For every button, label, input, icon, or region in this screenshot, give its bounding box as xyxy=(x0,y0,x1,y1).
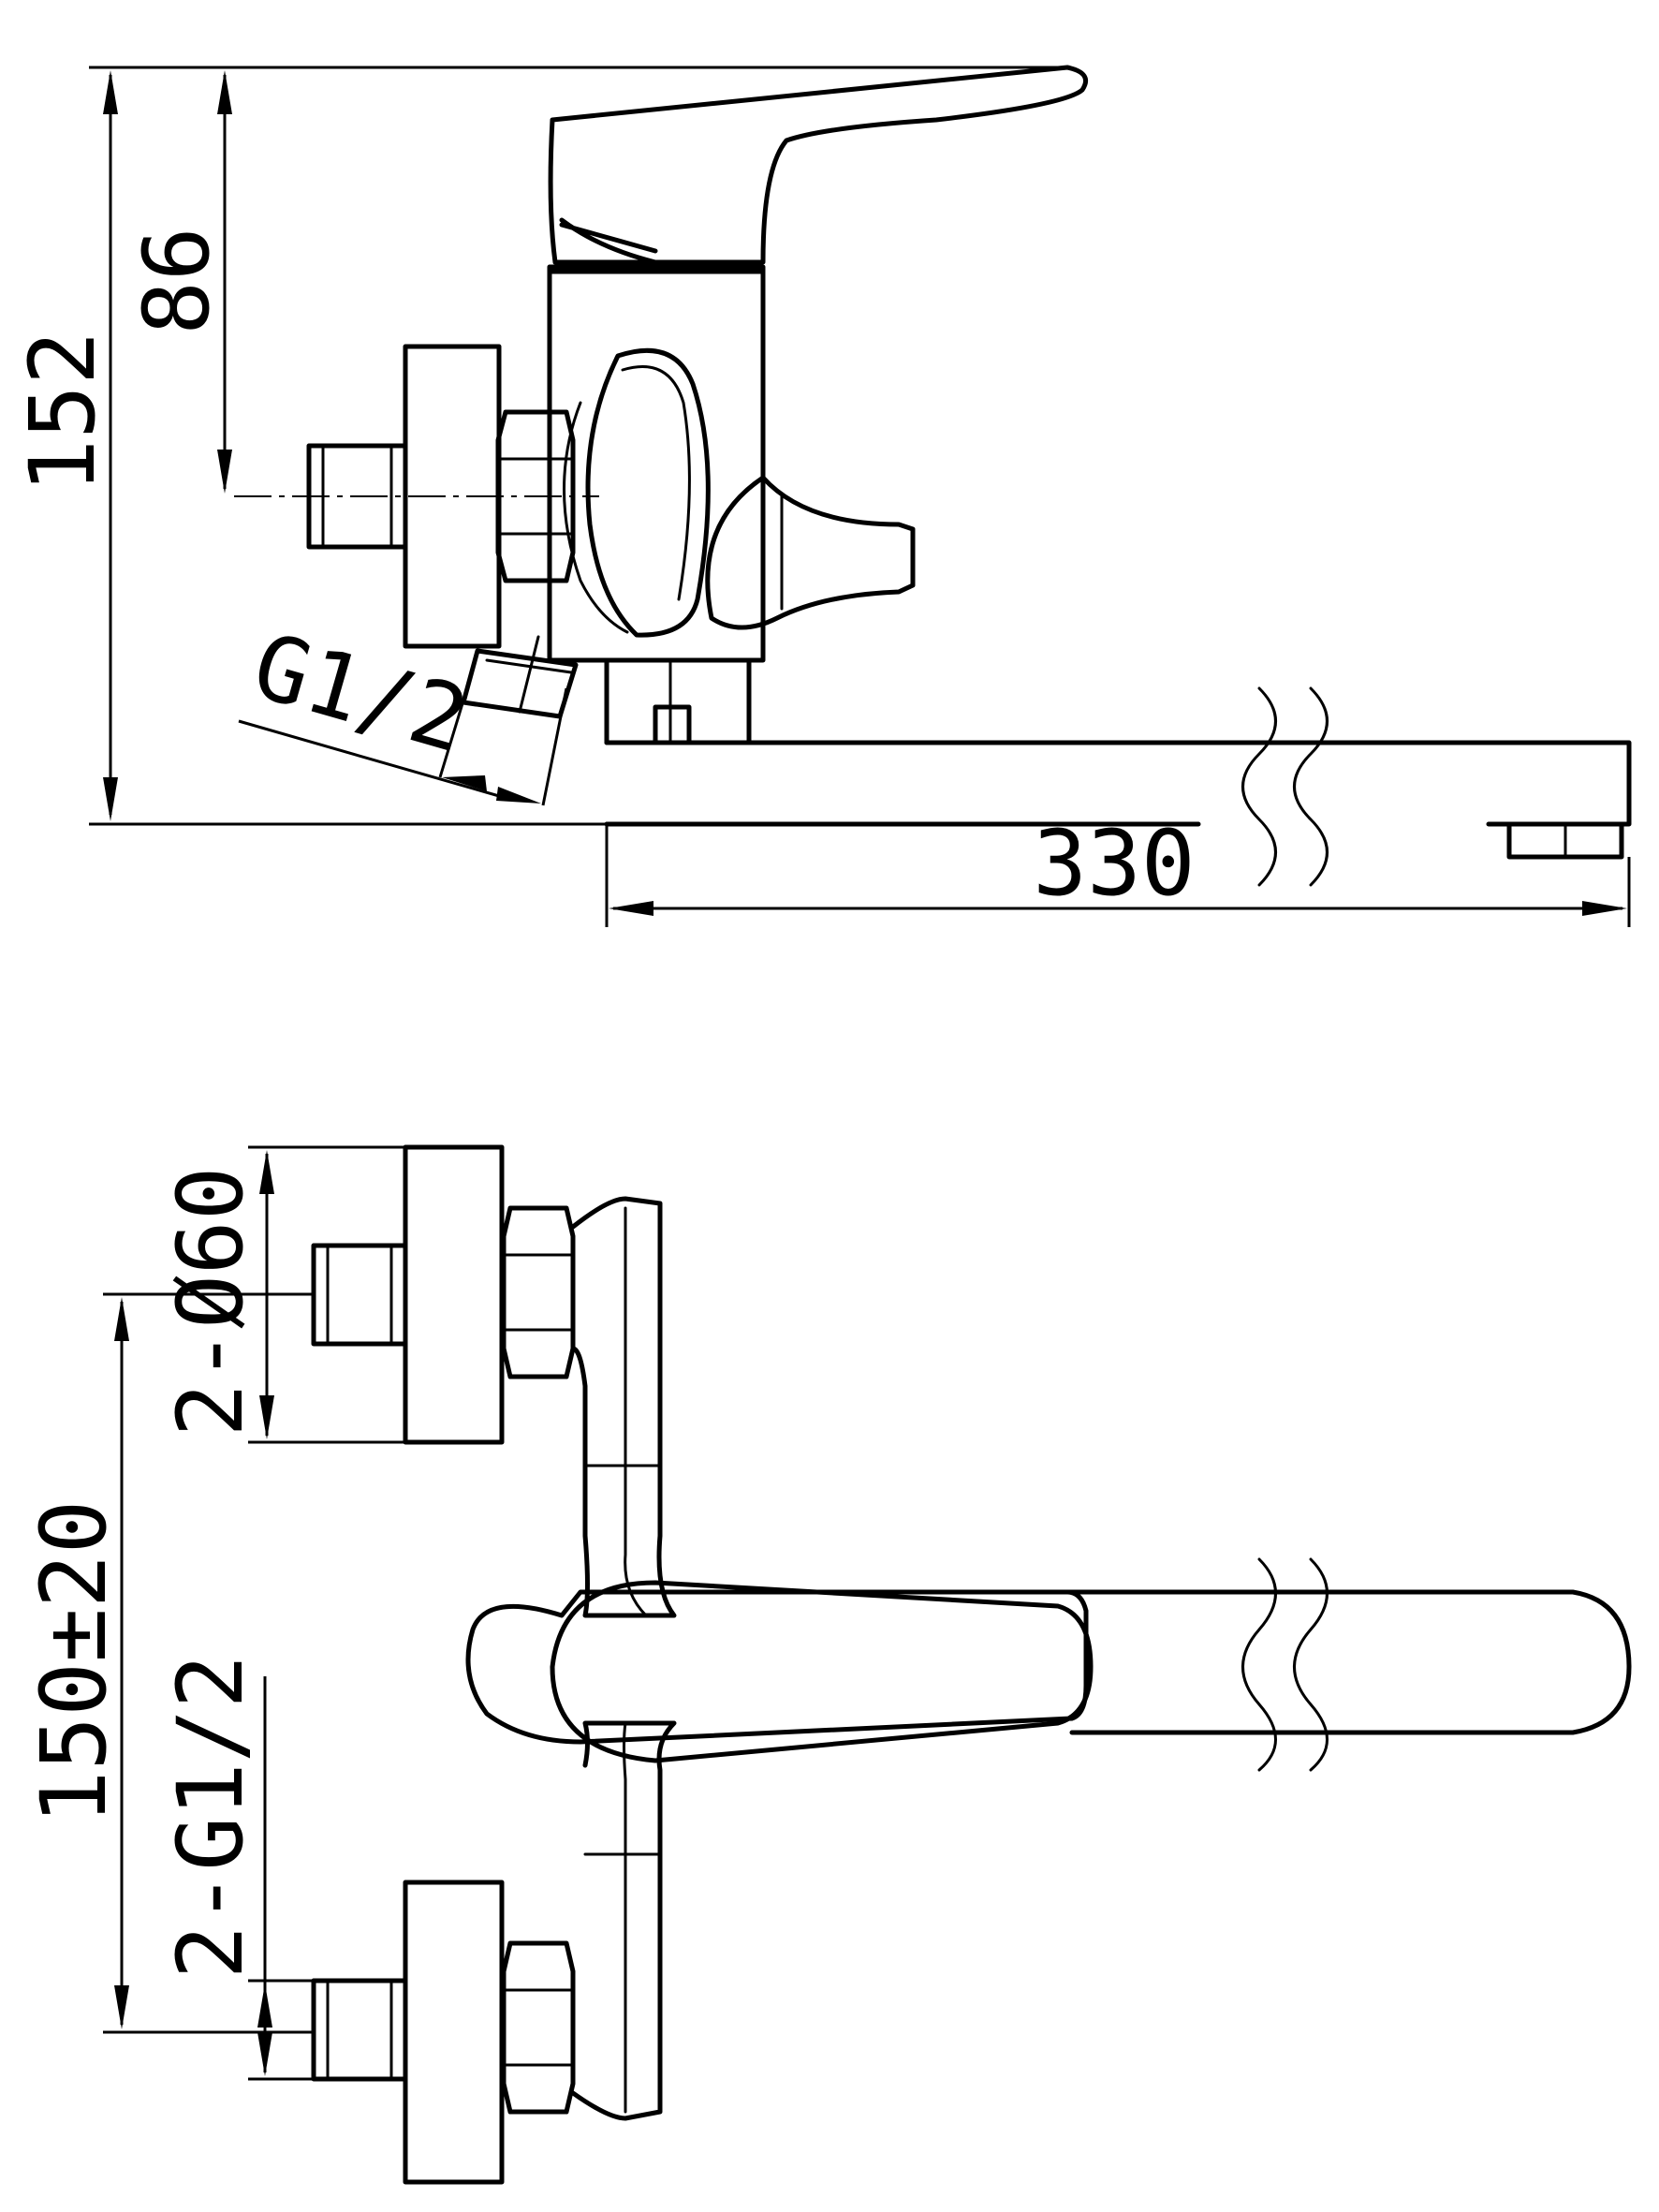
front-upper-flange xyxy=(403,1144,505,1445)
dim-152-label: 152 xyxy=(10,331,115,493)
side-set-screw xyxy=(653,704,692,745)
side-lever-neck xyxy=(559,217,658,265)
side-mixer-body xyxy=(547,264,766,663)
dim-g12-arrow-2 xyxy=(496,787,541,804)
dim-g12-leader xyxy=(238,719,507,800)
dim-150-arrow-bottom xyxy=(114,1985,129,2029)
dim-152-arrow-bottom xyxy=(103,777,118,821)
front-lower-inlet-stub xyxy=(311,1978,408,2082)
dim-330-arrow-left xyxy=(609,901,653,916)
dim-g12-arrow-1 xyxy=(442,775,487,791)
dim-d60-arrow-bottom xyxy=(259,1395,274,1439)
front-mixer-body-lower xyxy=(570,1720,677,2121)
side-spout-break-2 xyxy=(1293,686,1329,887)
front-lever-tip xyxy=(1064,1589,1632,1735)
front-lever-knob xyxy=(550,1580,1094,1763)
dim-86-arrow-bottom xyxy=(217,450,232,494)
front-upper-nut xyxy=(501,1205,576,1379)
dim-330-arrow-right xyxy=(1582,901,1627,916)
front-handle-break-2 xyxy=(1293,1557,1329,1772)
dim-d60-label: 2-Ø60 xyxy=(158,1167,263,1438)
dim-d60-arrow-top xyxy=(259,1150,274,1194)
front-view: 2-Ø60 150±20 2-G1/2 xyxy=(22,1144,1632,2185)
dim-g12x2-label: 2-G1/2 xyxy=(158,1655,263,1980)
side-spout-break-1 xyxy=(1241,686,1277,887)
dim-g12-ext-2 xyxy=(541,687,568,806)
dim-g12x2-arrow-bottom xyxy=(257,2032,272,2076)
dim-150-label: 150±20 xyxy=(22,1500,126,1825)
side-shower-outlet-axis xyxy=(518,635,540,714)
side-cartridge-boss xyxy=(585,347,711,638)
dim-86-label: 86 xyxy=(125,227,229,335)
dim-g12x2-arrow-top xyxy=(257,1983,272,2028)
side-spout-block xyxy=(604,657,752,745)
side-lever-handle xyxy=(548,65,1088,265)
dim-152-arrow-top xyxy=(103,70,118,114)
dim-g12-ext-1 xyxy=(438,669,475,778)
front-lower-nut xyxy=(501,1940,576,2115)
side-view: 152 86 G1/2 330 xyxy=(10,65,1632,927)
front-lever-handle xyxy=(465,1589,1089,1745)
side-cartridge-boss-outer xyxy=(563,401,629,634)
side-cartridge-boss-inner xyxy=(621,365,691,601)
dim-g12-label: G1/2 xyxy=(242,612,479,773)
front-mixer-body xyxy=(570,1196,677,1618)
dim-86-arrow-top xyxy=(217,70,232,114)
dim-330-label: 330 xyxy=(1033,811,1195,916)
front-lower-flange xyxy=(403,1880,505,2185)
front-body-inner-left xyxy=(623,1206,648,2114)
side-diverter-knob xyxy=(705,475,916,630)
dim-150-arrow-top xyxy=(114,1297,129,1341)
front-handle-break-1 xyxy=(1241,1557,1277,1772)
side-shower-outlet-edge xyxy=(485,658,573,674)
